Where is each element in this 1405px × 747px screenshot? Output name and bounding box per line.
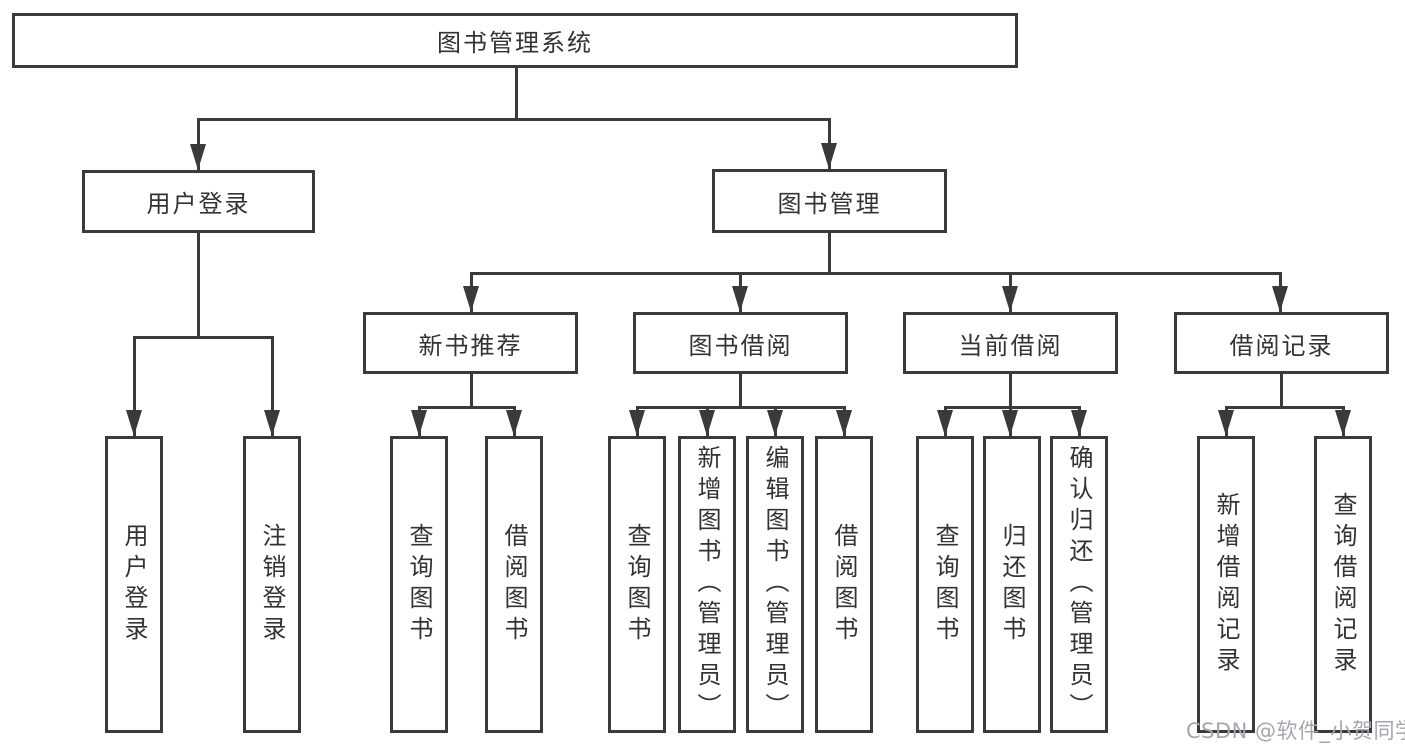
connector-line — [1009, 374, 1012, 408]
leaf-confirm-return-admin: 确认归还（管理员） — [1050, 436, 1108, 733]
connector-line — [1280, 374, 1283, 408]
arrowhead-icon — [1218, 410, 1234, 436]
node-root-label: 图书管理系统 — [437, 29, 593, 57]
node-user-login: 用户登录 — [82, 170, 315, 233]
arrowhead-icon — [1272, 286, 1288, 312]
arrowhead-icon — [411, 410, 427, 436]
leaf-edit-books-admin: 编辑图书（管理员） — [746, 436, 804, 733]
leaf-add-books-admin-label: 新增图书（管理员） — [693, 445, 721, 724]
node-book-management-label: 图书管理 — [777, 189, 882, 218]
arrowhead-icon — [629, 410, 645, 436]
arrowhead-icon — [821, 143, 837, 169]
node-current-borrow-label: 当前借阅 — [958, 331, 1063, 360]
arrowhead-icon — [732, 286, 748, 312]
connector-line — [197, 118, 831, 121]
connector-line — [739, 374, 742, 408]
connector-line — [944, 406, 1080, 409]
connector-line — [133, 336, 273, 339]
leaf-user-login-label: 用户登录 — [120, 522, 148, 647]
leaf-query-borrow-record-label: 查询借阅记录 — [1329, 491, 1357, 678]
leaf-query-books-borrow: 查询图书 — [608, 436, 666, 733]
leaf-user-login: 用户登录 — [105, 436, 163, 733]
node-book-management: 图书管理 — [712, 169, 947, 233]
connector-line — [828, 233, 831, 274]
leaf-query-books-recommend: 查询图书 — [390, 436, 448, 733]
arrowhead-icon — [937, 410, 953, 436]
connector-line — [470, 374, 473, 408]
leaf-return-books-label: 归还图书 — [998, 522, 1026, 647]
leaf-query-books-borrow-label: 查询图书 — [623, 522, 651, 647]
leaf-edit-books-admin-label: 编辑图书（管理员） — [761, 445, 789, 724]
arrowhead-icon — [767, 410, 783, 436]
leaf-borrow-books-recommend-label: 借阅图书 — [500, 522, 528, 647]
connector-line — [271, 336, 274, 436]
connector-line — [197, 233, 200, 338]
connector-line — [418, 406, 515, 409]
node-user-login-label: 用户登录 — [146, 190, 251, 218]
leaf-confirm-return-admin-label: 确认归还（管理员） — [1065, 445, 1093, 724]
arrowhead-icon — [463, 286, 479, 312]
node-root: 图书管理系统 — [12, 13, 1018, 68]
leaf-borrow-books: 借阅图书 — [815, 436, 873, 733]
node-borrow-record: 借阅记录 — [1174, 312, 1389, 374]
leaf-query-books-recommend-label: 查询图书 — [405, 522, 433, 647]
leaf-query-borrow-record: 查询借阅记录 — [1314, 436, 1372, 733]
connector-line — [515, 68, 518, 121]
leaf-add-borrow-record-label: 新增借阅记录 — [1212, 491, 1240, 678]
arrowhead-icon — [1335, 410, 1351, 436]
node-borrow-record-label: 借阅记录 — [1229, 331, 1334, 360]
leaf-logout-label: 注销登录 — [258, 522, 286, 647]
node-new-book-recommend: 新书推荐 — [363, 312, 578, 374]
node-new-book-recommend-label: 新书推荐 — [418, 331, 523, 360]
leaf-logout: 注销登录 — [243, 436, 301, 733]
arrowhead-icon — [836, 410, 852, 436]
connector-line — [636, 406, 845, 409]
leaf-query-books-current: 查询图书 — [916, 436, 974, 733]
node-book-borrow-label: 图书借阅 — [688, 331, 793, 360]
leaf-return-books: 归还图书 — [983, 436, 1041, 733]
leaf-borrow-books-label: 借阅图书 — [830, 522, 858, 647]
connector-line — [470, 272, 1281, 275]
connector-line — [1225, 406, 1345, 409]
leaf-add-books-admin: 新增图书（管理员） — [678, 436, 736, 733]
arrowhead-icon — [1002, 410, 1018, 436]
arrowhead-icon — [506, 410, 522, 436]
leaf-borrow-books-recommend: 借阅图书 — [485, 436, 543, 733]
node-current-borrow: 当前借阅 — [903, 312, 1118, 374]
connector-line — [133, 336, 136, 436]
leaf-add-borrow-record: 新增借阅记录 — [1197, 436, 1255, 733]
leaf-query-books-current-label: 查询图书 — [931, 522, 959, 647]
arrowhead-icon — [1071, 410, 1087, 436]
arrowhead-icon — [699, 410, 715, 436]
arrowhead-icon — [190, 144, 206, 170]
watermark-text: CSDN @软件_小贺同学 — [1186, 719, 1405, 743]
node-book-borrow: 图书借阅 — [633, 312, 848, 374]
arrowhead-icon — [126, 410, 142, 436]
arrowhead-icon — [1002, 286, 1018, 312]
arrowhead-icon — [264, 410, 280, 436]
